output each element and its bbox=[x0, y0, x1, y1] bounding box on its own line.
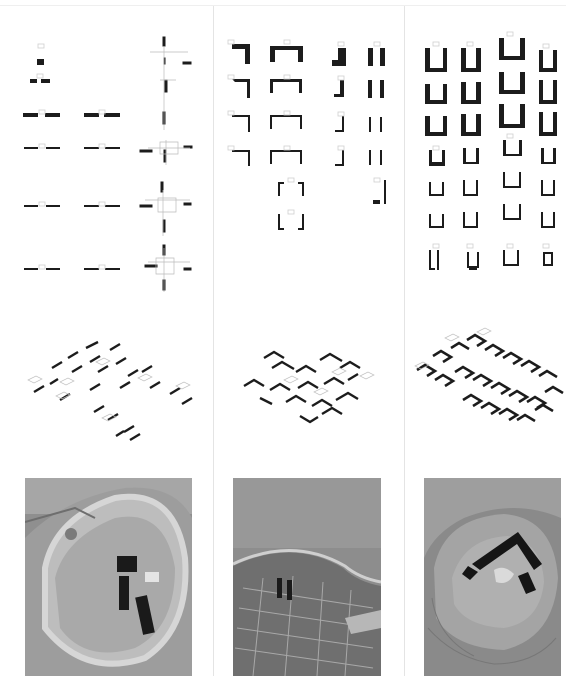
u-shape-axonometric bbox=[405, 0, 566, 460]
bracket-aerial-photo bbox=[233, 478, 381, 676]
column-u-shape bbox=[405, 0, 566, 676]
column-bracket bbox=[214, 0, 404, 676]
linear-axonometric bbox=[0, 0, 213, 460]
linear-aerial-photo bbox=[25, 478, 192, 676]
bracket-axonometric bbox=[214, 0, 404, 460]
column-linear bbox=[0, 0, 213, 676]
u-shape-aerial-photo bbox=[424, 478, 561, 676]
